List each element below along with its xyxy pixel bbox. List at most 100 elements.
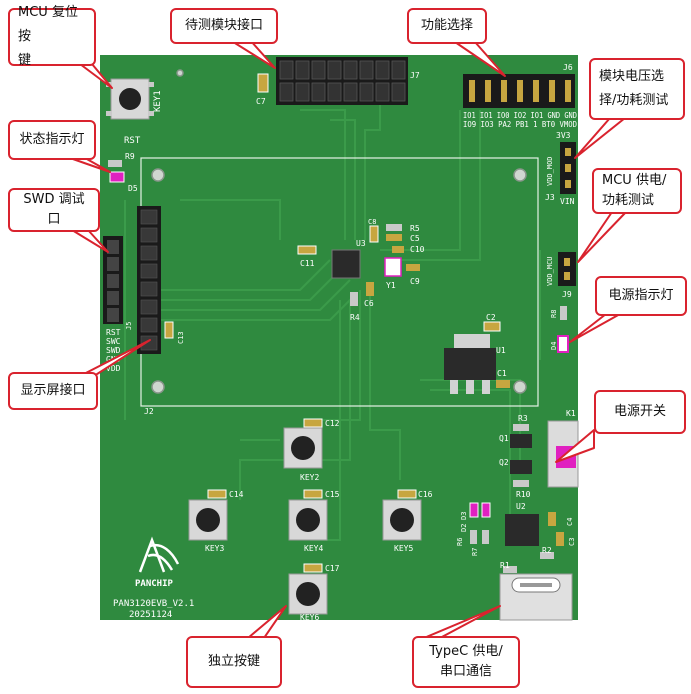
r7-label: R7 [471, 548, 479, 556]
r10-label: R10 [516, 490, 531, 499]
r2-resistor [540, 552, 554, 559]
c17-label: C17 [325, 564, 340, 573]
j7-header [276, 57, 408, 105]
pointer-mcu-power [577, 211, 627, 263]
j3-pins [565, 148, 571, 188]
r8-label: R8 [550, 310, 558, 318]
c3-cap [556, 532, 564, 546]
d2-led [481, 502, 491, 518]
j6-pins-row1: IO1 IO1 IO0 IO2 IO1 GND GND [463, 111, 577, 120]
c13-label: C13 [177, 331, 185, 344]
r5-resistor [386, 224, 402, 231]
callout-swd-debug: SWD 调试口 [8, 188, 100, 232]
r3-resistor [513, 424, 529, 431]
j7-label: J7 [410, 71, 420, 80]
d5-label: D5 [128, 184, 138, 193]
q2-transistor [510, 460, 532, 474]
rst-label: RST [124, 136, 141, 146]
c8-cap [369, 225, 379, 243]
c13-cap [164, 321, 174, 339]
r7-resistor [482, 530, 489, 544]
c4-cap [548, 512, 556, 526]
r9-resistor [108, 160, 122, 167]
c2-label: C2 [486, 313, 496, 322]
board-name-label: PAN3120EVB_V2.1 [113, 599, 194, 609]
key4-label: KEY4 [304, 544, 323, 553]
pointer-module-voltage [574, 117, 626, 159]
c11-cap [297, 245, 317, 255]
j9-pins [564, 258, 570, 280]
c6-label: C6 [364, 299, 374, 308]
j5-swd-header [103, 236, 123, 324]
c15-label: C15 [325, 490, 340, 499]
callout-power-led: 电源指示灯 [595, 276, 687, 316]
usb-typec-connector [499, 573, 573, 621]
u2-label: U2 [516, 502, 526, 511]
c5-cap [386, 234, 402, 241]
c6-cap [366, 282, 374, 296]
u3-label: U3 [356, 239, 366, 248]
key1-label: KEY1 [153, 90, 163, 112]
key3-label: KEY3 [205, 544, 224, 553]
callout-indep-key: 独立按键 [186, 636, 282, 688]
callout-module-port: 待测模块接口 [170, 8, 278, 44]
board-date-label: 20251124 [129, 610, 172, 620]
mounting-holes [151, 69, 527, 394]
swd-pin-rst: RST [106, 328, 121, 337]
r4-resistor [350, 292, 358, 306]
d5-led [109, 171, 125, 183]
d4-led [557, 335, 569, 353]
swd-pin-swd: SWD [106, 346, 121, 355]
r9-label: R9 [125, 152, 135, 161]
key5-button [382, 499, 422, 541]
u3-mcu-chip [331, 249, 361, 279]
c14-label: C14 [229, 490, 244, 499]
d4-label: D4 [550, 342, 558, 350]
key6-label: KEY6 [300, 613, 319, 622]
callout-pointers [69, 39, 627, 639]
key2-label: KEY2 [300, 473, 319, 482]
q1-transistor [510, 434, 532, 448]
callout-mcu-reset: MCU 复位按 键 [8, 5, 96, 68]
r6-resistor [470, 530, 477, 544]
d3-label: D3 [460, 512, 468, 520]
c17-cap [303, 563, 323, 573]
reset-key1 [106, 78, 154, 120]
c1-label: C1 [497, 369, 507, 378]
r2-label: R2 [542, 546, 552, 555]
callout-function-select: 功能选择 [407, 8, 487, 44]
j6-label: J6 [563, 63, 573, 72]
j9-header [558, 252, 576, 286]
c8-label: C8 [368, 218, 376, 226]
c7-cap [257, 73, 269, 93]
panchip-logo [138, 536, 180, 573]
c2-cap [483, 321, 501, 332]
d2-label: D2 [460, 524, 468, 532]
key6-button [288, 573, 328, 615]
c10-label: C10 [410, 245, 425, 254]
k1-label: K1 [566, 409, 576, 418]
u1-regulator [444, 348, 496, 380]
r8-resistor [560, 306, 567, 320]
callout-display-port: 显示屏接口 [8, 372, 98, 410]
c1-cap [496, 380, 510, 388]
r1-resistor [503, 566, 517, 573]
c9-cap [406, 264, 420, 271]
c12-label: C12 [325, 419, 340, 428]
c5-label: C5 [410, 234, 420, 243]
callout-module-voltage: 模块电压选 择/功耗测试 [589, 58, 685, 120]
u2-chip [505, 514, 539, 546]
u1-label: U1 [496, 346, 506, 355]
c15-cap [303, 489, 323, 499]
pcb-traces [124, 100, 541, 541]
q2-label: Q2 [499, 458, 509, 467]
c9-label: C9 [410, 277, 420, 286]
u1-legs [450, 380, 490, 394]
vdd-mcu-label: VDD_MCU [546, 256, 554, 286]
c14-cap [207, 489, 227, 499]
swd-pin-swc: SWC [106, 337, 121, 346]
callout-mcu-power: MCU 供电/ 功耗测试 [592, 168, 682, 214]
j6-pins-row2: IO9 IO3 PA2 PB1 1 BT0 VMOD [463, 120, 577, 129]
c4-label: C4 [566, 518, 574, 526]
c16-label: C16 [418, 490, 433, 499]
